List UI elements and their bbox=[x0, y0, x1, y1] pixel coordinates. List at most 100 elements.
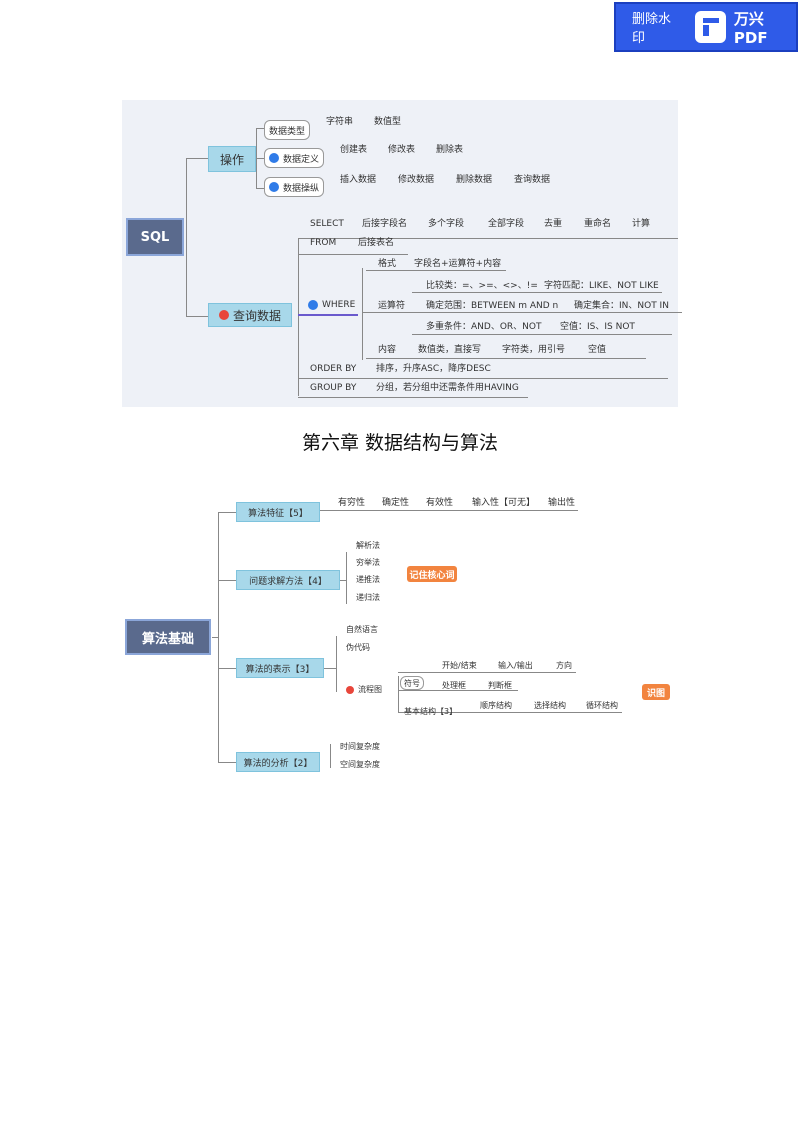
definition-icon bbox=[268, 153, 279, 163]
connector bbox=[340, 580, 346, 581]
connector bbox=[412, 292, 662, 293]
where-label: WHERE bbox=[322, 300, 356, 310]
sym-direction: 方向 bbox=[556, 661, 572, 670]
content-str: 字符类，用引号 bbox=[502, 345, 566, 355]
sql-root-node[interactable]: SQL bbox=[126, 218, 184, 256]
connector bbox=[362, 312, 682, 313]
where-operator: 运算符 bbox=[378, 301, 406, 311]
group-node: GROUP BY bbox=[310, 383, 357, 393]
repr-flow: 流程图 bbox=[346, 684, 382, 696]
connector bbox=[320, 510, 578, 511]
solve-recursion: 递归法 bbox=[356, 593, 380, 602]
data-manipulation-node[interactable]: 数据操纵 bbox=[264, 177, 324, 197]
connector bbox=[212, 637, 218, 638]
connector bbox=[398, 676, 399, 712]
connector bbox=[298, 314, 358, 316]
op-range: 确定范围：BETWEEN m AND n bbox=[426, 301, 559, 311]
remove-watermark-banner[interactable]: 删除水印 万兴PDF bbox=[614, 2, 798, 52]
remove-watermark-label[interactable]: 删除水印 bbox=[632, 12, 672, 46]
repr-natural: 自然语言 bbox=[346, 625, 378, 634]
order-node: ORDER BY bbox=[310, 364, 357, 374]
features-node[interactable]: 算法特征【5】 bbox=[236, 502, 320, 522]
remember-keywords-tag: 记住核心词 bbox=[407, 566, 457, 582]
connector bbox=[362, 268, 363, 360]
data-types-node[interactable]: 数据类型 bbox=[264, 120, 310, 140]
sym-process: 处理框 bbox=[442, 681, 466, 690]
where-format: 格式 bbox=[378, 259, 397, 269]
representation-node[interactable]: 算法的表示【3】 bbox=[236, 658, 324, 678]
where-content: 内容 bbox=[378, 345, 397, 355]
connector bbox=[366, 358, 646, 359]
order-desc: 排序，升序ASC，降序DESC bbox=[376, 364, 491, 374]
manip-query: 查询数据 bbox=[514, 175, 551, 185]
analysis-node[interactable]: 算法的分析【2】 bbox=[236, 752, 320, 772]
connector bbox=[298, 378, 668, 379]
struct-sequence: 顺序结构 bbox=[480, 701, 512, 710]
op-set: 确定集合：IN、NOT IN bbox=[574, 301, 669, 311]
type-numeric: 数值型 bbox=[374, 117, 402, 127]
op-match: 字符匹配：LIKE、NOT LIKE bbox=[544, 281, 659, 291]
connector bbox=[330, 744, 331, 768]
solve-exhaust: 穷举法 bbox=[356, 558, 380, 567]
connector bbox=[298, 254, 408, 255]
connector bbox=[218, 512, 236, 513]
repr-flow-label: 流程图 bbox=[358, 685, 382, 694]
solve-analytic: 解析法 bbox=[356, 541, 380, 550]
connector bbox=[256, 128, 264, 129]
connector bbox=[186, 158, 187, 316]
op-null: 空值：IS、IS NOT bbox=[560, 322, 635, 332]
symbols-node[interactable]: 符号 bbox=[400, 676, 424, 690]
content-empty: 空值 bbox=[588, 345, 607, 355]
connector bbox=[186, 158, 208, 159]
query-icon bbox=[218, 310, 229, 320]
def-alter: 修改表 bbox=[388, 145, 416, 155]
connector bbox=[298, 238, 299, 396]
brand-label: 万兴PDF bbox=[733, 9, 768, 47]
analysis-space: 空间复杂度 bbox=[340, 760, 380, 769]
feature-finite: 有穷性 bbox=[338, 498, 366, 508]
select-field: 后接字段名 bbox=[362, 219, 408, 229]
where-node: WHERE bbox=[308, 299, 355, 311]
sql-mindmap: SQL 操作 数据类型 数据定义 数据操纵 字符串 数值型 创建表 修改表 删除… bbox=[122, 100, 682, 407]
connector bbox=[398, 712, 622, 713]
connector bbox=[218, 580, 236, 581]
connector bbox=[346, 552, 347, 604]
algorithm-root-node[interactable]: 算法基础 bbox=[125, 619, 211, 655]
select-distinct: 去重 bbox=[544, 219, 563, 229]
analysis-time: 时间复杂度 bbox=[340, 742, 380, 751]
manipulation-icon bbox=[268, 182, 279, 192]
data-definition-node[interactable]: 数据定义 bbox=[264, 148, 324, 168]
def-create: 创建表 bbox=[340, 145, 368, 155]
manip-update: 修改数据 bbox=[398, 175, 435, 185]
connector bbox=[324, 668, 336, 669]
query-data-node[interactable]: 查询数据 bbox=[208, 303, 292, 327]
data-manipulation-label: 数据操纵 bbox=[282, 183, 319, 194]
where-format-value: 字段名+运算符+内容 bbox=[414, 259, 502, 269]
connector bbox=[218, 762, 236, 763]
select-all: 全部字段 bbox=[488, 219, 525, 229]
feature-input: 输入性【可无】 bbox=[472, 498, 536, 508]
manip-insert: 插入数据 bbox=[340, 175, 377, 185]
feature-definite: 确定性 bbox=[382, 498, 410, 508]
sym-io: 输入/输出 bbox=[498, 661, 533, 670]
select-rename: 重命名 bbox=[584, 219, 612, 229]
solve-recurrence: 递推法 bbox=[356, 575, 380, 584]
connector bbox=[218, 668, 236, 669]
problem-solving-node[interactable]: 问题求解方法【4】 bbox=[236, 570, 340, 590]
feature-effective: 有效性 bbox=[426, 498, 454, 508]
operation-node[interactable]: 操作 bbox=[208, 146, 256, 172]
basic-structure-node: 基本结构【3】 bbox=[404, 707, 458, 716]
connector bbox=[366, 270, 506, 271]
connector bbox=[256, 188, 264, 189]
repr-pseudo: 伪代码 bbox=[346, 643, 370, 652]
connector bbox=[298, 397, 528, 398]
from-node: FROM bbox=[310, 238, 337, 248]
query-data-label: 查询数据 bbox=[232, 308, 281, 323]
type-string: 字符串 bbox=[326, 117, 354, 127]
sym-start-end: 开始/结束 bbox=[442, 661, 477, 670]
connector bbox=[398, 690, 518, 691]
feature-output: 输出性 bbox=[548, 498, 576, 508]
struct-loop: 循环结构 bbox=[586, 701, 618, 710]
connector bbox=[218, 512, 219, 762]
connector bbox=[412, 334, 672, 335]
